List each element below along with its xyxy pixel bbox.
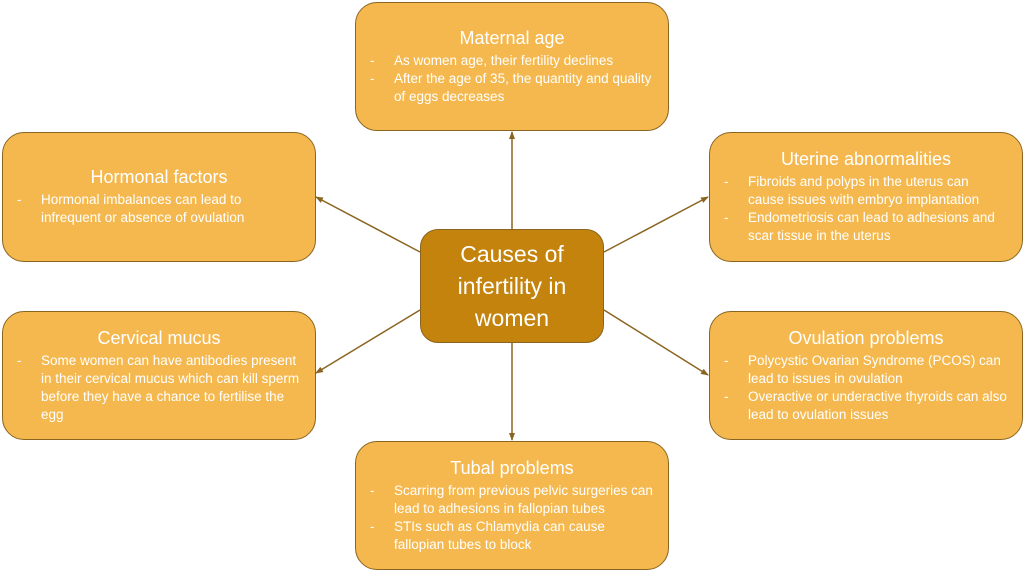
- arrow-ovulation: [603, 309, 709, 376]
- node-title: Cervical mucus: [97, 327, 221, 348]
- bullet: Hormonal imbalances can lead to infreque…: [17, 191, 301, 227]
- node-title: Ovulation problems: [788, 327, 944, 348]
- node-title: Hormonal factors: [90, 167, 228, 187]
- central-topic: Causes of infertility in women: [420, 229, 604, 343]
- bullet: Overactive or underactive thyroids can a…: [724, 388, 1008, 424]
- bullet: Fibroids and polyps in the uterus can ca…: [724, 173, 1008, 209]
- bullet: STIs such as Chlamydia can cause fallopi…: [370, 518, 654, 554]
- bullet: Some women can have antibodies present i…: [17, 352, 301, 424]
- node-cervical-mucus: Cervical mucus Some women can have antib…: [2, 311, 316, 440]
- node-title: Uterine abnormalities: [780, 149, 952, 169]
- bullet: Scarring from previous pelvic surgeries …: [370, 482, 654, 518]
- node-ovulation-problems: Ovulation problems Polycystic Ovarian Sy…: [709, 311, 1023, 440]
- node-title: Maternal age: [459, 27, 565, 48]
- bullet: After the age of 35, the quantity and qu…: [370, 70, 654, 106]
- node-title: Tubal problems: [450, 457, 574, 478]
- bullet: Polycystic Ovarian Syndrome (PCOS) can l…: [724, 352, 1008, 388]
- arrow-hormonal: [315, 196, 421, 253]
- central-topic-label: Causes of infertility in women: [457, 241, 567, 331]
- node-uterine-abnormalities: Uterine abnormalities Fibroids and polyp…: [709, 132, 1023, 262]
- arrow-cervical: [315, 309, 421, 374]
- bullet: Endometriosis can lead to adhesions and …: [724, 209, 1008, 245]
- node-tubal-problems: Tubal problems Scarring from previous pe…: [355, 441, 669, 570]
- bullet: As women age, their fertility declines: [370, 52, 654, 70]
- node-maternal-age: Maternal age As women age, their fertili…: [355, 2, 669, 131]
- node-hormonal-factors: Hormonal factors Hormonal imbalances can…: [2, 132, 316, 262]
- arrow-uterine: [603, 196, 709, 253]
